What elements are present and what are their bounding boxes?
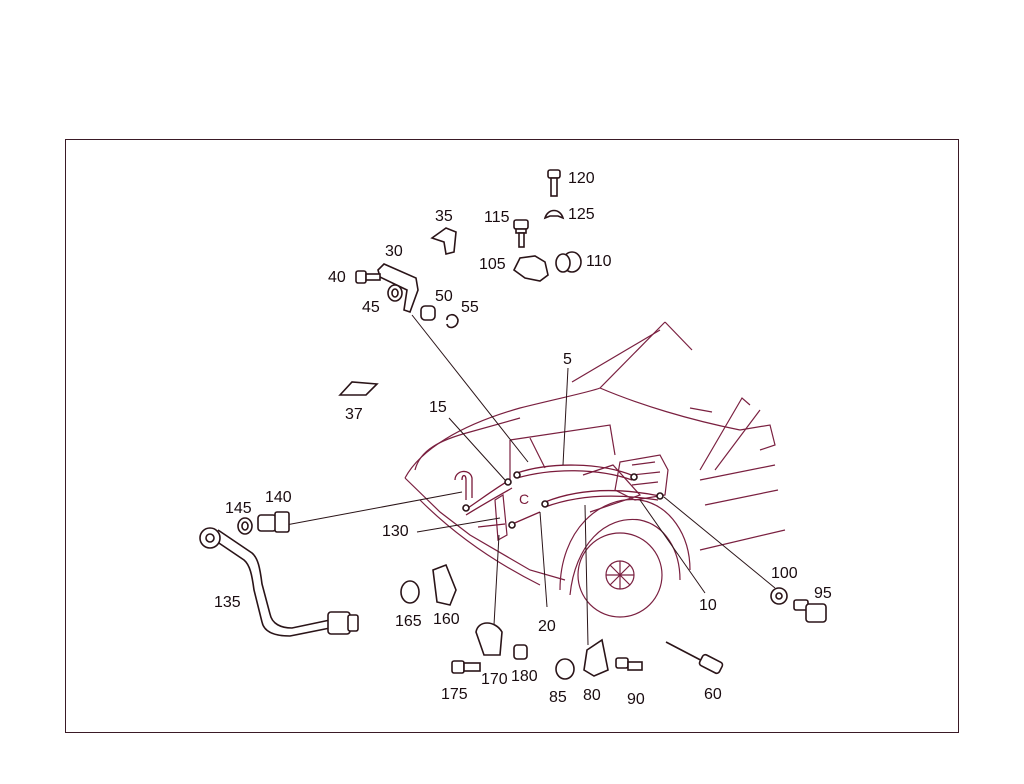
- callout-20: 20: [538, 618, 556, 635]
- union-140: [257, 511, 290, 533]
- diagram-frame: [65, 139, 959, 733]
- callout-175: 175: [441, 686, 468, 703]
- callout-35: 35: [435, 208, 453, 225]
- callout-30: 30: [385, 243, 403, 260]
- washer-45: [387, 284, 403, 302]
- callout-40: 40: [328, 269, 346, 286]
- hose-135: [199, 527, 359, 637]
- callout-37: 37: [345, 406, 363, 423]
- bracket-37: [338, 381, 379, 396]
- clamp-160: [432, 563, 457, 606]
- bolt-120: [547, 169, 561, 197]
- grommet-85: [555, 658, 575, 680]
- grommet-165: [400, 580, 420, 604]
- grommet-110: [555, 251, 582, 273]
- clamp-170: [475, 622, 503, 656]
- nut-180: [513, 644, 528, 660]
- callout-45: 45: [362, 299, 380, 316]
- callout-135: 135: [214, 594, 241, 611]
- callout-80: 80: [583, 687, 601, 704]
- brake-lines: [454, 464, 664, 529]
- callout-10: 10: [699, 597, 717, 614]
- bracket-35: [430, 227, 457, 255]
- callout-170: 170: [481, 671, 508, 688]
- callout-55: 55: [461, 299, 479, 316]
- callout-95: 95: [814, 585, 832, 602]
- bolt-175: [451, 660, 481, 674]
- car-body-outline: C: [404, 321, 786, 618]
- callout-110: 110: [586, 253, 612, 270]
- clip-55: [446, 313, 459, 329]
- sleeve-50: [420, 305, 436, 321]
- callout-5: 5: [563, 351, 572, 368]
- leader-lines: [285, 314, 776, 646]
- callout-100: 100: [771, 565, 798, 582]
- bracket-105: [512, 255, 549, 282]
- callout-120: 120: [568, 170, 595, 187]
- callout-140: 140: [265, 489, 292, 506]
- callout-165: 165: [395, 613, 422, 630]
- callout-90: 90: [627, 691, 645, 708]
- callout-60: 60: [704, 686, 722, 703]
- callout-115: 115: [484, 209, 510, 226]
- callout-85: 85: [549, 689, 567, 706]
- callout-15: 15: [429, 399, 447, 416]
- clip-125: [543, 209, 565, 220]
- bolt-115: [513, 219, 529, 248]
- washer-100: [770, 587, 788, 605]
- clamp-80: [583, 638, 609, 677]
- bracket-30: [377, 263, 419, 314]
- callout-105: 105: [479, 256, 506, 273]
- callout-180: 180: [511, 668, 538, 685]
- callout-50: 50: [435, 288, 453, 305]
- screw-90: [615, 657, 643, 671]
- callout-130: 130: [382, 523, 409, 540]
- bolt-95: [793, 599, 827, 623]
- rod-60: [665, 641, 724, 675]
- svg-text:C: C: [519, 491, 529, 507]
- callout-145: 145: [225, 500, 252, 517]
- callout-labels: 5 10 15 20 30 35 37 40 45 50 55 60 80 85…: [214, 170, 832, 708]
- bolt-40: [355, 270, 381, 284]
- callout-125: 125: [568, 206, 595, 223]
- callout-160: 160: [433, 611, 460, 628]
- washer-145: [237, 517, 253, 535]
